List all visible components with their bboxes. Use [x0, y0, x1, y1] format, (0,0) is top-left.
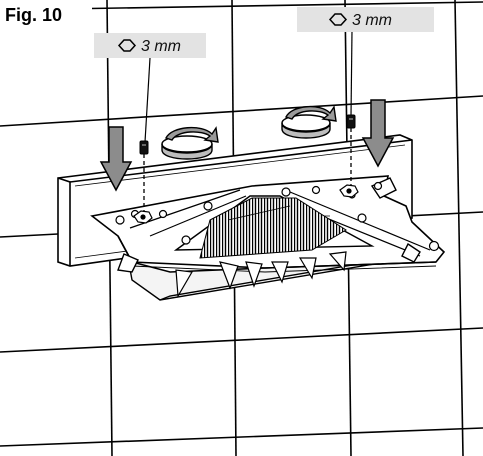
heating-grille	[199, 197, 347, 259]
screw	[181, 235, 191, 245]
underside-fins	[175, 251, 347, 298]
screw	[281, 187, 291, 197]
screw	[373, 181, 383, 191]
hex-key-bit-left	[139, 140, 149, 155]
screw	[203, 201, 213, 211]
leader-lines	[144, 30, 353, 143]
arrow-down-icon	[361, 99, 395, 168]
alignment-lines	[143, 128, 352, 212]
hex-key-icon	[117, 39, 137, 52]
screw	[115, 215, 125, 225]
fasteners	[115, 181, 440, 252]
rotate-arrows	[161, 105, 337, 160]
rotate-clockwise-icon	[161, 126, 219, 160]
rotate-clockwise-icon	[281, 105, 337, 139]
hex-key-bit-right	[346, 114, 356, 129]
screw	[311, 185, 321, 195]
screw	[158, 209, 168, 219]
callout-left-text: 3 mm	[141, 38, 181, 55]
side-feet	[117, 177, 421, 273]
screw	[357, 213, 367, 223]
callout-right-box	[297, 7, 434, 32]
push-down-arrows	[99, 99, 395, 192]
callout-left-box	[94, 33, 206, 58]
arrow-down-icon	[99, 126, 133, 192]
callout-left: 3 mm	[94, 33, 206, 58]
hex-key-icon	[328, 13, 348, 26]
callout-right-text: 3 mm	[352, 12, 392, 29]
fig-label-box	[0, 0, 92, 26]
callout-right: 3 mm	[297, 7, 434, 32]
fig-label: Fig. 10	[5, 5, 62, 25]
screw	[428, 240, 440, 252]
hex-key-bits	[139, 114, 356, 155]
